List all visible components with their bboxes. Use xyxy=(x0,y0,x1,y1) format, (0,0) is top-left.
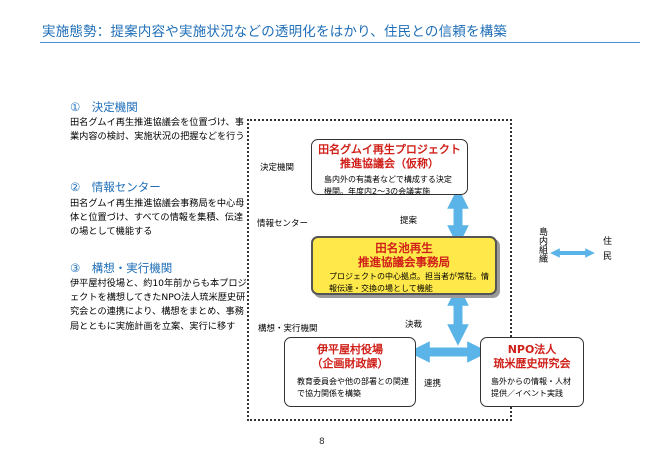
section-3-heading: ③ 構想・実行機関 xyxy=(70,261,173,275)
npo-box: NPO法人 琉米歴史研究会 島外からの情報・人材提供／イベント実践 xyxy=(480,337,584,407)
label-info-center: 情報センター xyxy=(257,219,309,229)
label-proposal: 提案 xyxy=(400,216,418,226)
label-inside-org: 島内組織 xyxy=(536,227,548,263)
npo-title-2: 琉米歴史研究会 xyxy=(493,357,571,370)
council-box: 田名グムイ再生プロジェクト 推進協議会（仮称） 島内外の有識者などで構成する決定… xyxy=(311,139,468,196)
village-title-1: 伊平屋村役場 xyxy=(317,343,383,356)
village-box: 伊平屋村役場 （企画財政課） 教育委員会や他の部署との関連で協力関係を構築 xyxy=(284,337,416,407)
label-decision-arrow: 決裁 xyxy=(405,320,423,330)
page-number: 8 xyxy=(319,437,325,447)
office-title-1: 田名池再生 xyxy=(375,241,433,255)
page-title: 実施態勢：提案内容や実施状況などの透明化をはかり、住民との信頼を構築 xyxy=(42,24,508,40)
council-title-1: 田名グムイ再生プロジェクト xyxy=(318,143,461,156)
section-1-text: 田名グムイ再生推進協議会を位置づけ、事業内容の検討、実施状況の把握などを行う xyxy=(70,117,245,143)
section-1-heading: ① 決定機関 xyxy=(70,100,138,114)
label-cooperation: 連携 xyxy=(424,379,442,389)
village-desc: 教育委員会や他の部署との関連で協力関係を構築 xyxy=(297,377,409,398)
village-title-2: （企画財政課） xyxy=(311,357,389,370)
npo-title-1: NPO法人 xyxy=(507,343,557,356)
section-3-text: 伊平屋村役場と、約10年前からも本プロジェクトを構想してきたNPO法人琉米歴史研… xyxy=(70,278,247,332)
council-desc: 島内外の有識者などで構成する決定機関。年度内2～3の会議実施 xyxy=(324,175,452,196)
office-title-2: 推進協議会事務局 xyxy=(358,255,450,269)
npo-desc: 島外からの情報・人材提供／イベント実践 xyxy=(491,377,571,398)
council-title-2: 推進協議会（仮称） xyxy=(340,157,439,170)
office-box: 田名池再生 推進協議会事務局 プロジェクトの中心拠点。担当者が常駐。情報伝達・交… xyxy=(311,236,497,295)
section-2-text: 田名グムイ再生推進協議会事務局を中心母体と位置づけ、すべての情報を集積、伝達の場… xyxy=(70,198,245,238)
label-residents: 住民 xyxy=(601,236,611,266)
section-2-heading: ② 情報センター xyxy=(70,180,161,194)
label-decision: 決定機関 xyxy=(260,163,295,173)
title-underline xyxy=(40,42,640,43)
organization-frame xyxy=(247,119,512,421)
office-desc: プロジェクトの中心拠点。担当者が常駐。情報伝達・交換の場として機能 xyxy=(329,272,489,293)
label-execution: 構想・実行機関 xyxy=(258,324,318,334)
